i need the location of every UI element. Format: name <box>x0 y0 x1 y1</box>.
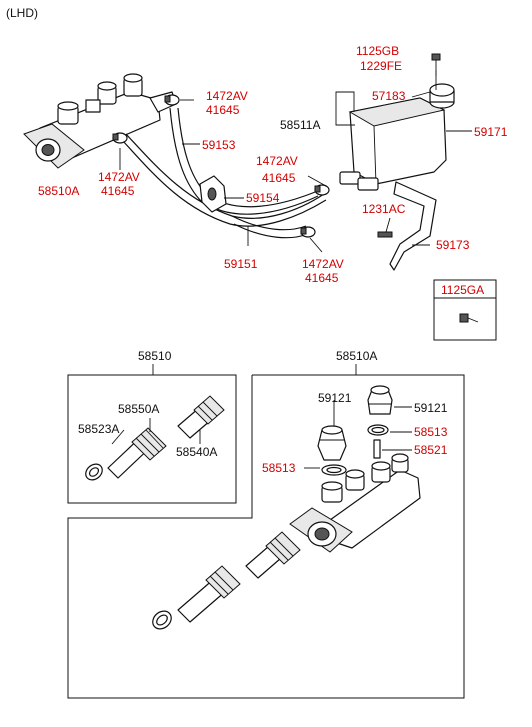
master-cylinder-kit <box>289 453 421 553</box>
pin-58521 <box>373 439 381 459</box>
master-cylinder-top <box>23 73 177 169</box>
boot-59121-right <box>367 385 393 415</box>
label-58513-left: 58513 <box>262 461 296 475</box>
boot-59121-left <box>317 425 347 461</box>
label-1231AC: 1231AC <box>362 202 406 216</box>
label-58511A: 58511A <box>280 118 320 132</box>
label-58523A: 58523A <box>78 422 119 436</box>
reservoir-58511A <box>339 97 447 191</box>
label-1125GB: 1125GB <box>356 44 399 58</box>
label-1472AV-c: 1472AV <box>256 154 298 168</box>
seal-58523A <box>85 463 103 481</box>
label-58513-right: 58513 <box>414 425 448 439</box>
label-59121-right: 59121 <box>414 401 448 415</box>
kit-piston-primary <box>177 565 241 623</box>
piston-58540A <box>177 395 225 439</box>
label-1472AV-b: 1472AV <box>98 170 140 184</box>
label-41645-b: 41645 <box>101 184 135 198</box>
label-57183: 57183 <box>372 89 406 103</box>
clamp-low <box>300 226 316 238</box>
label-58510A-kit: 58510A <box>336 349 377 363</box>
label-58510A-top: 58510A <box>38 184 79 198</box>
label-59121-left: 59121 <box>318 391 352 405</box>
label-59171: 59171 <box>474 125 508 139</box>
hose-59151 <box>121 133 327 239</box>
label-41645-a: 41645 <box>206 103 240 117</box>
label-1472AV-a: 1472AV <box>206 89 248 103</box>
label-58510: 58510 <box>138 349 172 363</box>
seal-58513-right <box>367 424 389 436</box>
label-59153: 59153 <box>202 138 236 152</box>
label-1472AV-d: 1472AV <box>302 257 344 271</box>
kit-piston-secondary <box>245 531 301 579</box>
label-59173: 59173 <box>436 238 470 252</box>
label-41645-c: 41645 <box>262 171 296 185</box>
variant-label: (LHD) <box>6 6 38 20</box>
cap-57183 <box>429 83 455 109</box>
label-1125GA: 1125GA <box>441 283 484 297</box>
label-58540A: 58540A <box>176 445 217 459</box>
clamp-top <box>164 94 180 106</box>
label-1229FE: 1229FE <box>360 59 402 73</box>
label-59154: 59154 <box>246 191 280 205</box>
label-41645-d: 41645 <box>305 271 339 285</box>
box-1125GA <box>433 279 497 341</box>
label-58550A: 58550A <box>118 402 159 416</box>
piston-58550A <box>107 427 167 479</box>
seal-58513-left <box>321 464 347 476</box>
kit-58510-box <box>67 374 237 504</box>
kit-seal-ring <box>152 610 172 630</box>
top-leaders <box>119 70 472 253</box>
kit-58510A-box <box>67 374 465 699</box>
clamp-mid <box>314 184 330 196</box>
bracket-59173 <box>377 181 437 271</box>
clamp-left <box>112 132 128 144</box>
bolt-1125GA-icon <box>459 313 479 323</box>
label-58521: 58521 <box>414 443 448 457</box>
label-59151: 59151 <box>224 257 258 271</box>
grommet-59154 <box>199 175 227 213</box>
